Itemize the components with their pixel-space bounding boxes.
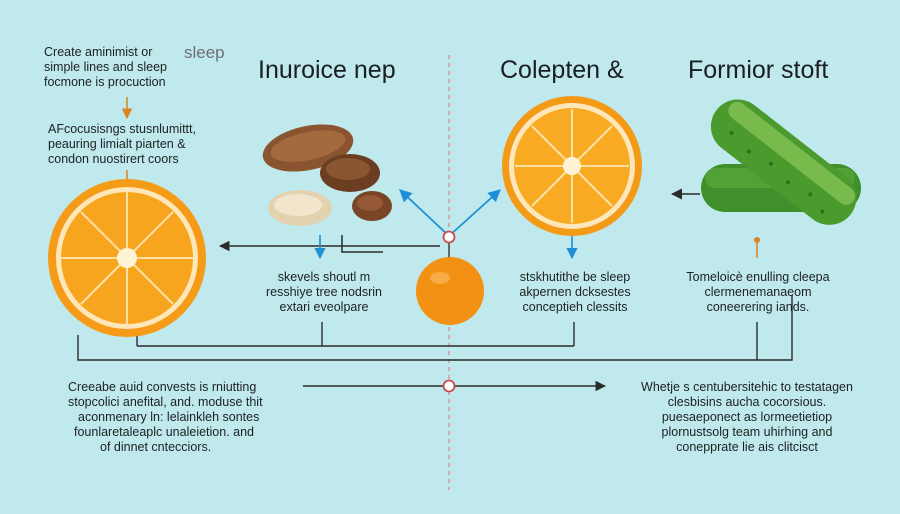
paragraph-line: plornustsolg team uhirhing and bbox=[661, 425, 833, 439]
left-note-line: condon nuostirert coors bbox=[48, 152, 179, 166]
paragraph-line: Whetje s centubersitehic to testatagen bbox=[641, 380, 853, 394]
caption-line: coneerering iands. bbox=[706, 300, 810, 314]
center-node-bottom bbox=[442, 379, 456, 393]
left-note: AFcocusisngs stusnlumittt, peauring limi… bbox=[48, 122, 268, 167]
sleep-word: sleep bbox=[184, 43, 225, 62]
caption-line: stskhutithe be sleep bbox=[519, 270, 631, 284]
caption-cucumber: Tomeloicè enulling cleepa clermenemanaeo… bbox=[668, 270, 848, 315]
paragraph-line: aconmenary ln: lelainkleh sontes bbox=[78, 410, 260, 424]
heading-left: Inuroice nep bbox=[258, 56, 396, 84]
note-line: focmone is procuction bbox=[44, 75, 166, 89]
bottom-right-paragraph: Whetje s centubersitehic to testatagen c… bbox=[622, 380, 872, 455]
note-line: simple lines and sleep bbox=[44, 60, 167, 74]
cucumber-icon bbox=[701, 99, 861, 225]
orange-half-icon bbox=[48, 179, 206, 337]
top-left-note: Create aminimist or simple lines and sle… bbox=[44, 45, 234, 90]
caption-nuts: skevels shoutl m resshiye tree nodsrin e… bbox=[244, 270, 404, 315]
paragraph-line: conepprate lie ais clitcisct bbox=[676, 440, 818, 454]
heading-center: Colepten & bbox=[500, 56, 624, 84]
caption-line: Tomeloicè enulling cleepa bbox=[686, 270, 830, 284]
bottom-left-paragraph: Creeabe auid convests is rniutting stopc… bbox=[68, 380, 298, 455]
center-node-top bbox=[442, 230, 456, 244]
cucumber-pin-dot bbox=[754, 237, 760, 243]
caption-line: resshiye tree nodsrin bbox=[265, 285, 383, 299]
heading-right: Formior stoft bbox=[688, 56, 829, 84]
caption-line: conceptieh clessits bbox=[522, 300, 628, 314]
paragraph-line: puesaeponect as lormeetietiop bbox=[661, 410, 833, 424]
nuts-icon bbox=[262, 124, 392, 226]
paragraph-line: clesbisins aucha cocorsious. bbox=[667, 395, 827, 409]
caption-orange: stskhutithe be sleep akpernen dcksestes … bbox=[495, 270, 655, 315]
bus-line bbox=[77, 295, 793, 361]
paragraph-line: founlaretaleaplc unaleietion. and bbox=[74, 425, 254, 439]
caption-line: skevels shoutl m bbox=[277, 270, 371, 284]
orange-fruit-icon bbox=[416, 257, 484, 325]
caption-line: clermenemanaeom bbox=[704, 285, 812, 299]
nuts-bracket bbox=[341, 235, 383, 253]
orange-half-icon bbox=[502, 96, 642, 236]
left-note-line: peauring limialt piarten & bbox=[48, 137, 186, 151]
left-note-line: AFcocusisngs stusnlumittt, bbox=[48, 122, 196, 136]
caption-line: akpernen dcksestes bbox=[519, 285, 631, 299]
blue-arrow-left bbox=[399, 189, 450, 237]
blue-arrow-right bbox=[448, 189, 501, 237]
paragraph-line: stopcolici anefital, and. moduse thit bbox=[68, 395, 263, 409]
caption-line: extari eveolpare bbox=[279, 300, 369, 314]
note-line: Create aminimist or bbox=[44, 45, 153, 59]
paragraph-line: Creeabe auid convests is rniutting bbox=[68, 380, 257, 394]
paragraph-line: of dinnet cntecciors. bbox=[100, 440, 212, 454]
